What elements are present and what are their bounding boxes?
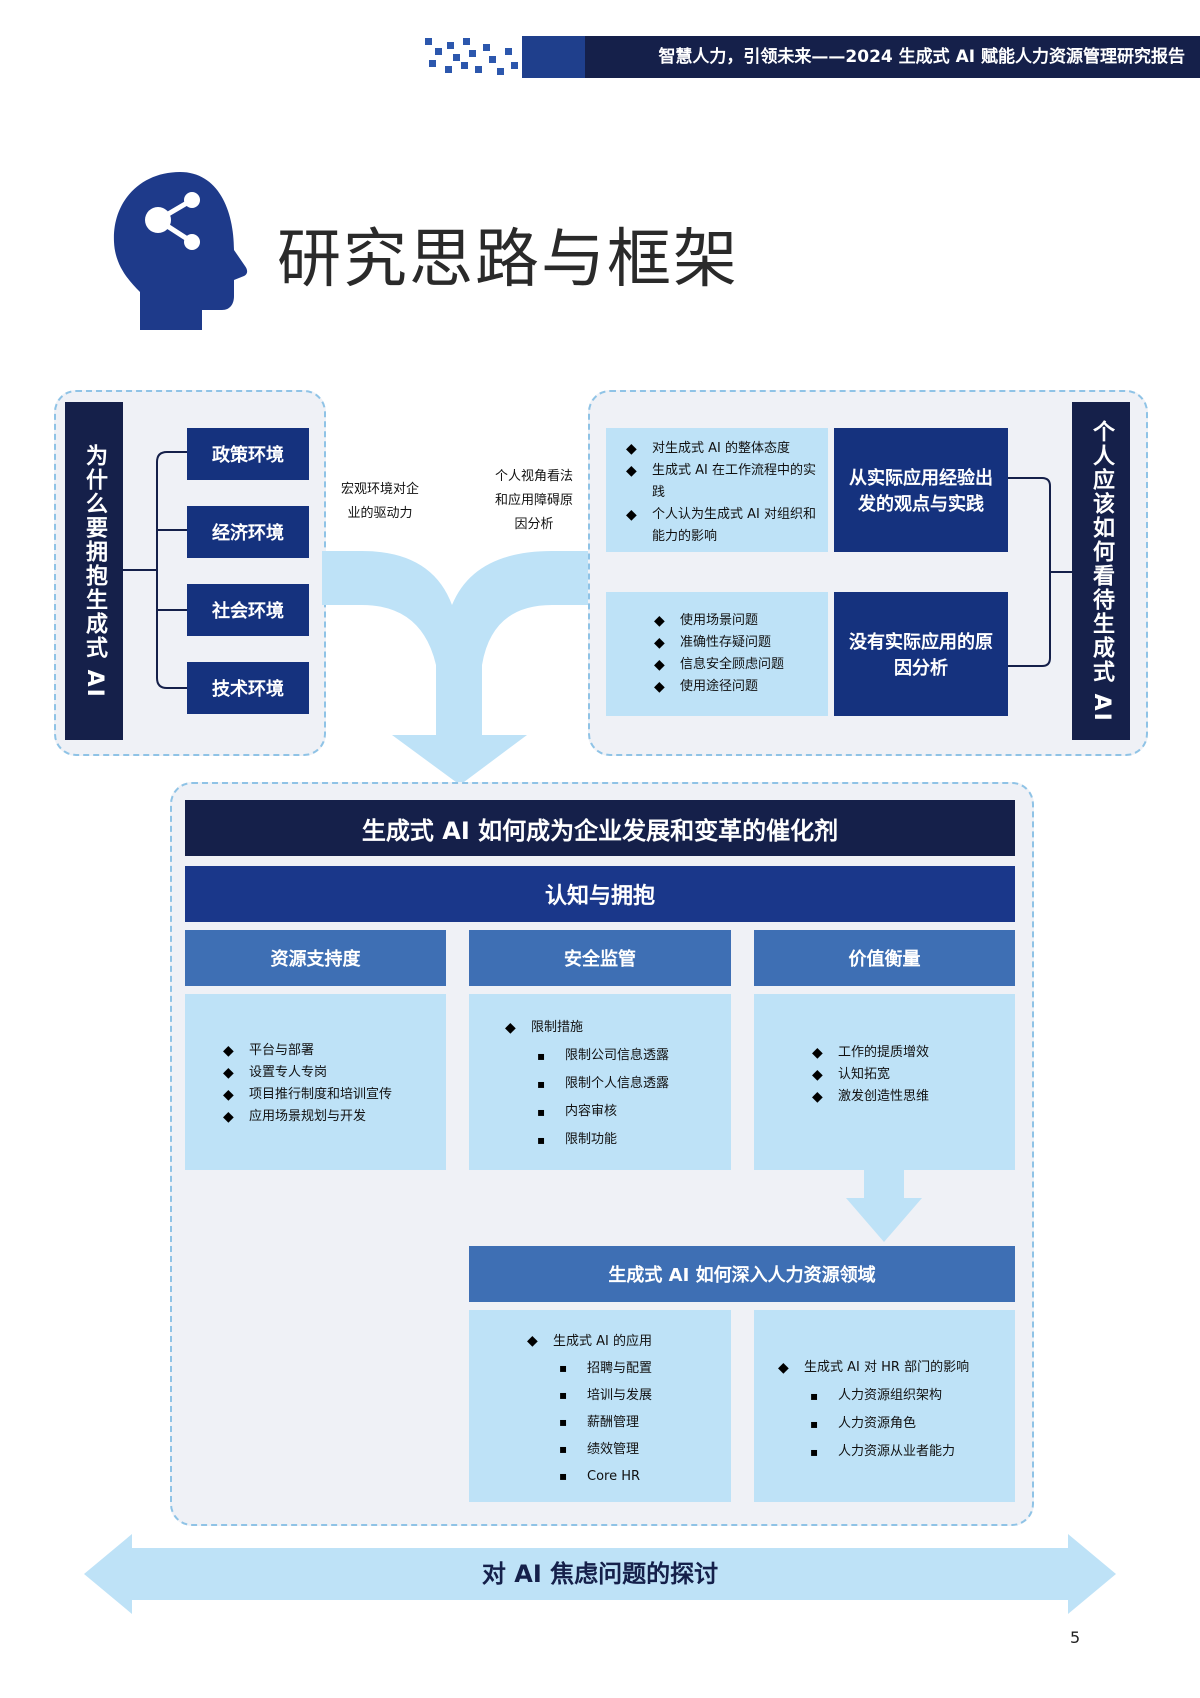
hr-list-impact: 生成式 AI 对 HR 部门的影响 人力资源组织架构 人力资源角色 人力资源从业… [754, 1310, 1015, 1502]
down-arrow [846, 1170, 922, 1242]
right-bottom-list: 使用场景问题 准确性存疑问题 信息安全顾虑问题 使用途径问题 [606, 592, 828, 716]
column-list-value: 工作的提质增效 认知拓宽 激发创造性思维 [754, 994, 1015, 1170]
page-number: 5 [1070, 1628, 1081, 1647]
left-bracket [123, 451, 189, 689]
bottom-double-arrow [84, 1534, 1116, 1614]
bottom-banner-text: 对 AI 焦虑问题的探讨 [481, 1560, 719, 1588]
header-title: 智慧人力，引领未来——2024 生成式 AI 赋能人力资源管理研究报告 [658, 47, 1185, 67]
column-header-value: 价值衡量 [754, 930, 1015, 986]
center-sub-title: 认知与拥抱 [185, 866, 1015, 922]
column-header-resources: 资源支持度 [185, 930, 446, 986]
header-bar [585, 36, 1200, 78]
right-top-list: 对生成式 AI 的整体态度 生成式 AI 在工作流程中的实践 个人认为生成式 A… [606, 428, 828, 552]
env-item-technology: 技术环境 [187, 662, 309, 714]
right-top-box: 从实际应用经验出发的观点与实践 [834, 428, 1008, 552]
env-item-society: 社会环境 [187, 584, 309, 636]
env-item-policy: 政策环境 [187, 428, 309, 480]
right-vertical-label: 个人应该如何看待生成式 AI [1072, 402, 1130, 740]
note-macro-driver: 宏观环境对企 业的驱动力 [340, 482, 419, 521]
hr-list-applications: 生成式 AI 的应用 招聘与配置 培训与发展 薪酬管理 绩效管理 Core HR [469, 1310, 731, 1502]
column-list-security: 限制措施 限制公司信息透露 限制个人信息透露 内容审核 限制功能 [469, 994, 731, 1170]
env-item-economy: 经济环境 [187, 506, 309, 558]
page-title: 研究思路与框架 [277, 223, 739, 297]
header-pixel-decoration [425, 36, 525, 78]
column-header-security: 安全监管 [469, 930, 731, 986]
note-personal-view: 个人视角看法 和应用障碍原 因分析 [494, 469, 573, 532]
hr-section-title: 生成式 AI 如何深入人力资源领域 [469, 1246, 1015, 1302]
header-accent-block [522, 36, 588, 78]
column-list-resources: 平台与部署 设置专人专岗 项目推行制度和培训宣传 应用场景规划与开发 [185, 994, 446, 1170]
merge-arrow [322, 551, 592, 785]
head-network-icon [113, 172, 248, 330]
center-main-title: 生成式 AI 如何成为企业发展和变革的催化剂 [185, 800, 1015, 856]
right-bottom-box: 没有实际应用的原因分析 [834, 592, 1008, 716]
right-bracket [1008, 477, 1072, 667]
left-vertical-label: 为什么要拥抱生成式 AI [65, 402, 123, 740]
